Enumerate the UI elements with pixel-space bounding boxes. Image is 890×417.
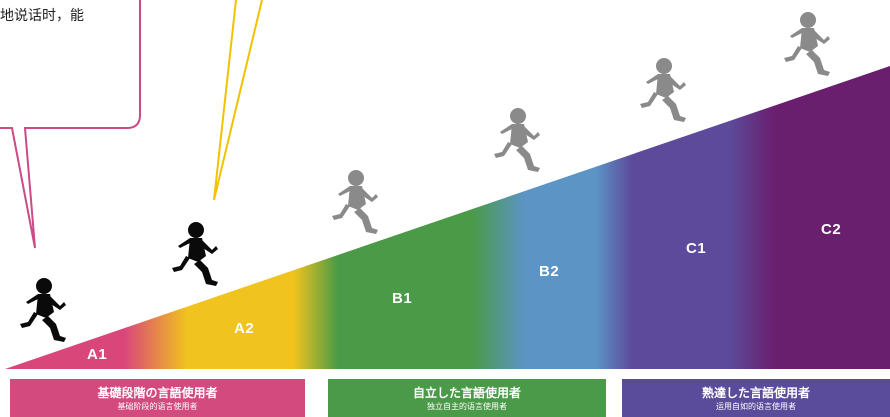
band-proficient-user: 熟達した言語使用者 运用自如的语言使用者 — [622, 379, 890, 417]
level-label-c2: C2 — [821, 221, 842, 238]
runner-c1-icon — [640, 58, 686, 122]
level-label-a1: A1 — [87, 346, 108, 363]
band-independent-title: 自立した言語使用者 — [412, 386, 521, 400]
level-label-b2: B2 — [539, 263, 560, 280]
band-independent-subtitle: 独立自主的语言使用者 — [427, 402, 507, 411]
band-independent-user: 自立した言語使用者 独立自主的语言使用者 — [328, 379, 606, 417]
speech-bubble-outline — [0, 0, 141, 249]
band-basic-subtitle: 基础阶段的语言使用者 — [117, 402, 198, 411]
speech-bubble-text: 地说话时，能 — [0, 8, 84, 24]
progression-ramp — [5, 66, 890, 369]
band-basic-user: 基礎段階の言語使用者 基础阶段的语言使用者 — [10, 379, 305, 417]
level-label-a2: A2 — [234, 320, 255, 337]
band-basic-title: 基礎段階の言語使用者 — [97, 386, 218, 400]
level-label-b1: B1 — [392, 290, 413, 307]
runner-a2-icon — [172, 222, 218, 286]
runner-b2-icon — [494, 108, 540, 172]
runner-b1-icon — [332, 170, 378, 234]
band-proficient-subtitle: 运用自如的语言使用者 — [716, 402, 796, 411]
runner-a1-icon — [20, 278, 66, 342]
runner-c2-icon — [784, 12, 830, 76]
band-proficient-title: 熟達した言語使用者 — [701, 386, 810, 400]
level-label-c1: C1 — [686, 240, 707, 257]
yellow-bubble-pointer — [213, 0, 263, 201]
